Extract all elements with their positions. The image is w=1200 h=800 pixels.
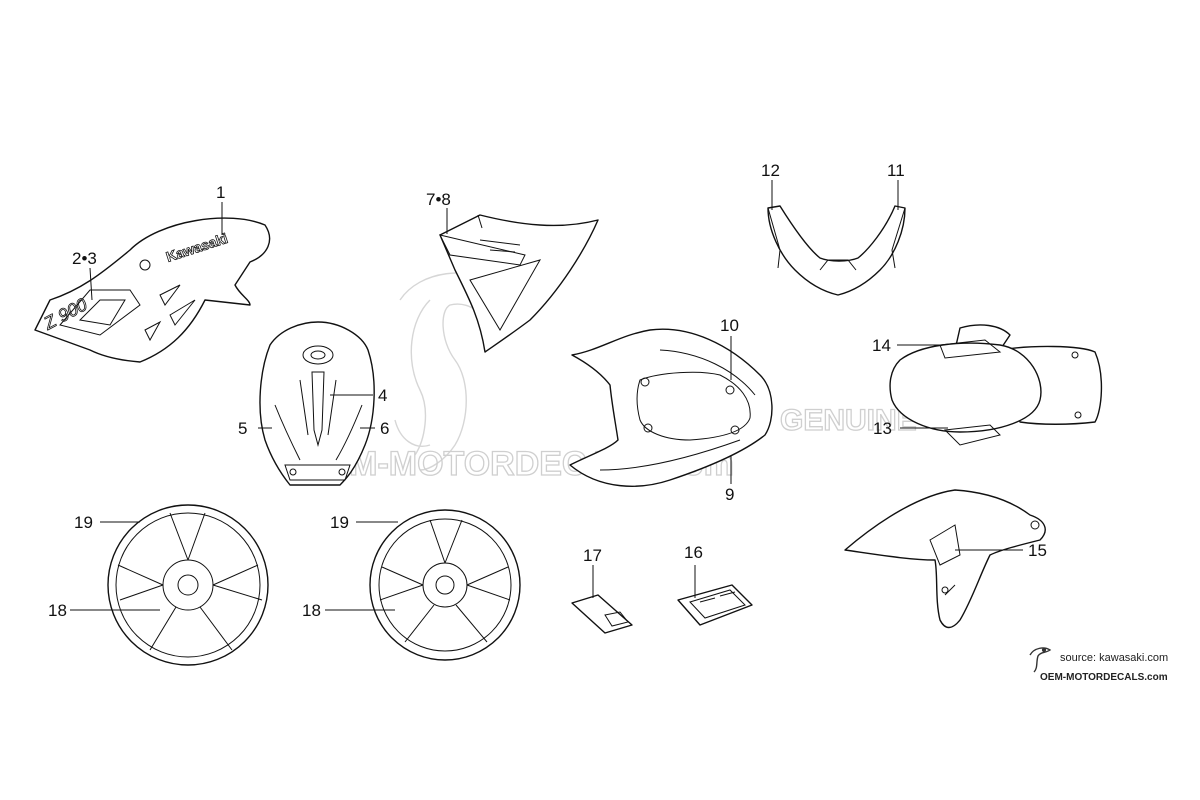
callout-7-8: 7•8	[426, 190, 451, 209]
callout-18-left: 18	[48, 601, 67, 620]
wheel-left-part	[107, 504, 269, 666]
source-badge: source: kawasaki.com OEM-MOTORDECALS.com	[1029, 647, 1168, 683]
callout-5: 5	[238, 419, 247, 438]
source-text: source: kawasaki.com	[1060, 652, 1168, 664]
callout-19-right: 19	[330, 513, 349, 532]
front-fender-part	[844, 489, 1046, 629]
callout-10: 10	[720, 316, 739, 335]
callout-15: 15	[1028, 541, 1047, 560]
callout-19-left: 19	[74, 513, 93, 532]
callout-11: 11	[887, 161, 905, 180]
callout-4: 4	[378, 386, 387, 405]
callout-9: 9	[725, 485, 734, 504]
callout-6: 6	[380, 419, 389, 438]
callout-14: 14	[872, 336, 891, 355]
tank-shroud-part: Kawasaki Z 900	[34, 217, 271, 363]
callout-16: 16	[684, 543, 703, 562]
headlight-cowl-part	[767, 205, 906, 296]
tail-cowl-part	[569, 328, 773, 487]
callout-1: 1	[216, 183, 225, 202]
bird-logo-icon	[1029, 647, 1052, 673]
watermark-genuine: GENUINE	[780, 404, 917, 437]
callout-18-right: 18	[302, 601, 321, 620]
side-cover-part	[439, 214, 599, 353]
rear-seat-cover-part	[889, 324, 1103, 446]
fuel-tank-part	[259, 321, 375, 486]
callout-12: 12	[761, 161, 780, 180]
callout-17: 17	[583, 546, 602, 565]
callout-2-3: 2•3	[72, 249, 97, 268]
small-label-17-part	[571, 594, 633, 634]
callout-13: 13	[873, 419, 892, 438]
small-label-16-part	[677, 584, 753, 626]
source-brand-text: OEM-MOTORDECALS.com	[1040, 672, 1168, 683]
wheel-right-part	[369, 509, 521, 661]
